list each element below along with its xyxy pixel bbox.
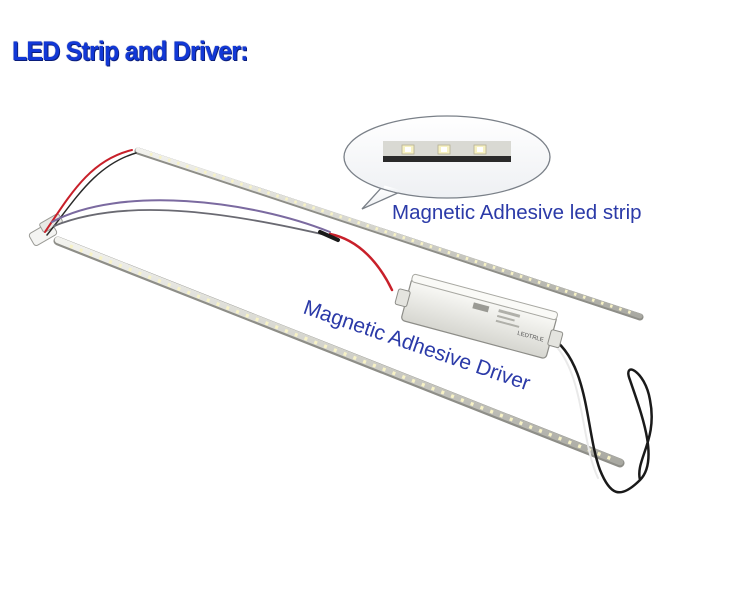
led-driver-icon: LEDTRLE bbox=[394, 273, 564, 359]
led-strip-upper bbox=[134, 147, 644, 321]
led-chip-icon bbox=[473, 144, 487, 155]
strip-label: Magnetic Adhesive led strip bbox=[392, 201, 642, 224]
page-title: LED Strip and Driver: bbox=[12, 36, 248, 66]
led-chip-icon bbox=[437, 144, 451, 155]
led-chip-icon bbox=[401, 144, 415, 155]
led-strip-lower bbox=[53, 236, 625, 468]
cable-icon bbox=[44, 149, 653, 494]
speech-bubble-icon bbox=[343, 115, 551, 210]
